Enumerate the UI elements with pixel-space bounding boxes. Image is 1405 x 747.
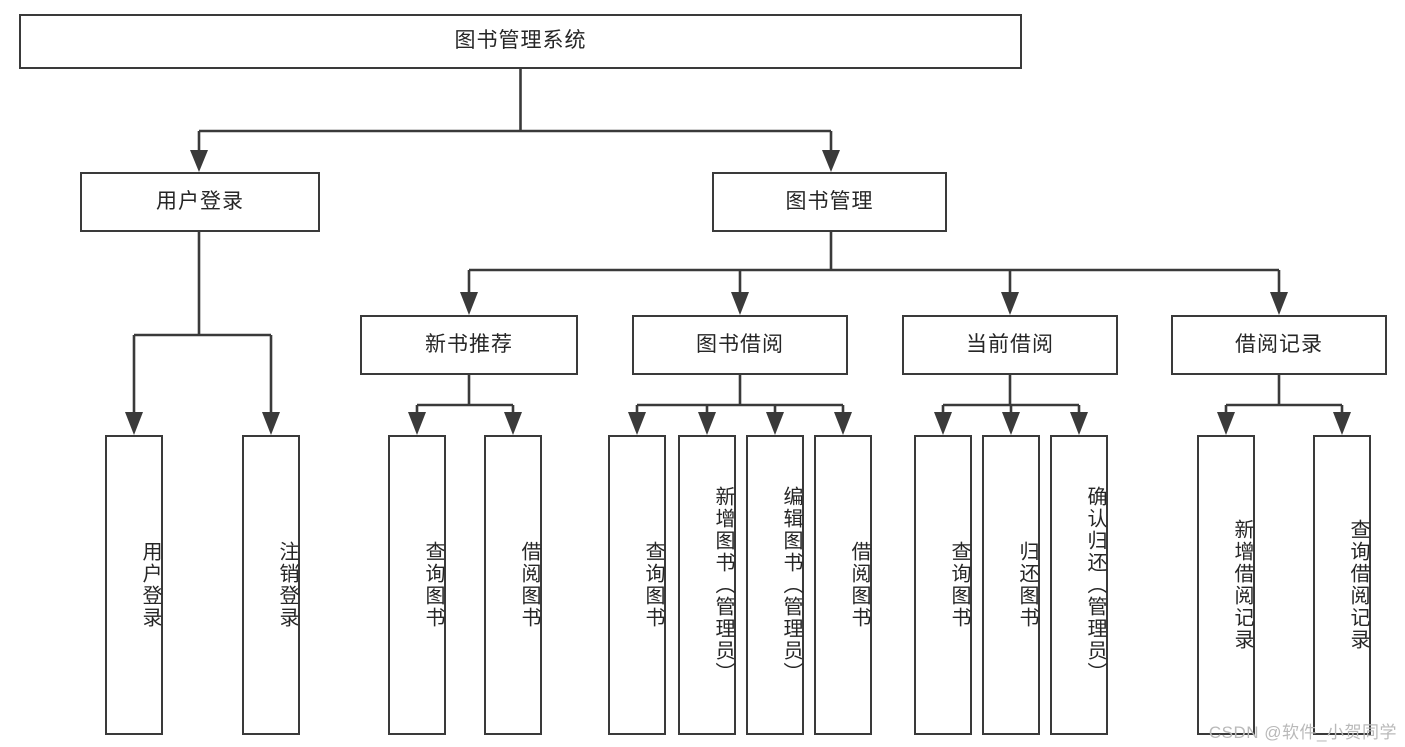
leaf-borrow-book-label: 借阅图书 [848,541,870,629]
leaf-add-book-admin[interactable]: 新增图书（管理员） [678,435,736,735]
node-user-login-label: 用户登录 [156,189,244,213]
leaf-query-book-recommend[interactable]: 查询图书 [388,435,446,735]
node-user-login[interactable]: 用户登录 [80,172,320,232]
leaf-confirm-return-admin-label: 确认归还（管理员） [1084,486,1106,684]
leaf-query-borrow-record[interactable]: 查询借阅记录 [1313,435,1371,735]
leaf-confirm-return-admin[interactable]: 确认归还（管理员） [1050,435,1108,735]
node-book-borrow-label: 图书借阅 [696,332,784,356]
leaf-query-book-borrow-label: 查询图书 [642,541,664,629]
leaf-query-borrow-record-label: 查询借阅记录 [1347,519,1369,651]
node-current-borrow[interactable]: 当前借阅 [902,315,1118,375]
leaf-borrow-book-recommend-label: 借阅图书 [518,541,540,629]
leaf-query-book-current[interactable]: 查询图书 [914,435,972,735]
leaf-add-book-admin-label: 新增图书（管理员） [712,486,734,684]
node-borrow-record-label: 借阅记录 [1235,332,1323,356]
csdn-watermark: CSDN @软件_小贺同学 [1208,723,1397,742]
leaf-borrow-book[interactable]: 借阅图书 [814,435,872,735]
leaf-return-book[interactable]: 归还图书 [982,435,1040,735]
node-new-book-recommend[interactable]: 新书推荐 [360,315,578,375]
node-current-borrow-label: 当前借阅 [966,332,1054,356]
leaf-add-borrow-record-label: 新增借阅记录 [1231,519,1253,651]
leaf-return-book-label: 归还图书 [1016,541,1038,629]
leaf-logout[interactable]: 注销登录 [242,435,300,735]
node-new-book-recommend-label: 新书推荐 [425,332,513,356]
leaf-edit-book-admin-label: 编辑图书（管理员） [780,486,802,684]
node-book-borrow[interactable]: 图书借阅 [632,315,848,375]
leaf-query-book-current-label: 查询图书 [948,541,970,629]
node-root[interactable]: 图书管理系统 [19,14,1022,69]
node-root-label: 图书管理系统 [454,29,587,53]
node-book-management[interactable]: 图书管理 [712,172,947,232]
leaf-add-borrow-record[interactable]: 新增借阅记录 [1197,435,1255,735]
leaf-query-book-recommend-label: 查询图书 [422,541,444,629]
leaf-borrow-book-recommend[interactable]: 借阅图书 [484,435,542,735]
leaf-user-login-label: 用户登录 [139,541,161,629]
node-borrow-record[interactable]: 借阅记录 [1171,315,1387,375]
leaf-user-login[interactable]: 用户登录 [105,435,163,735]
leaf-edit-book-admin[interactable]: 编辑图书（管理员） [746,435,804,735]
leaf-query-book-borrow[interactable]: 查询图书 [608,435,666,735]
leaf-logout-label: 注销登录 [276,541,298,629]
node-book-management-label: 图书管理 [785,189,874,213]
